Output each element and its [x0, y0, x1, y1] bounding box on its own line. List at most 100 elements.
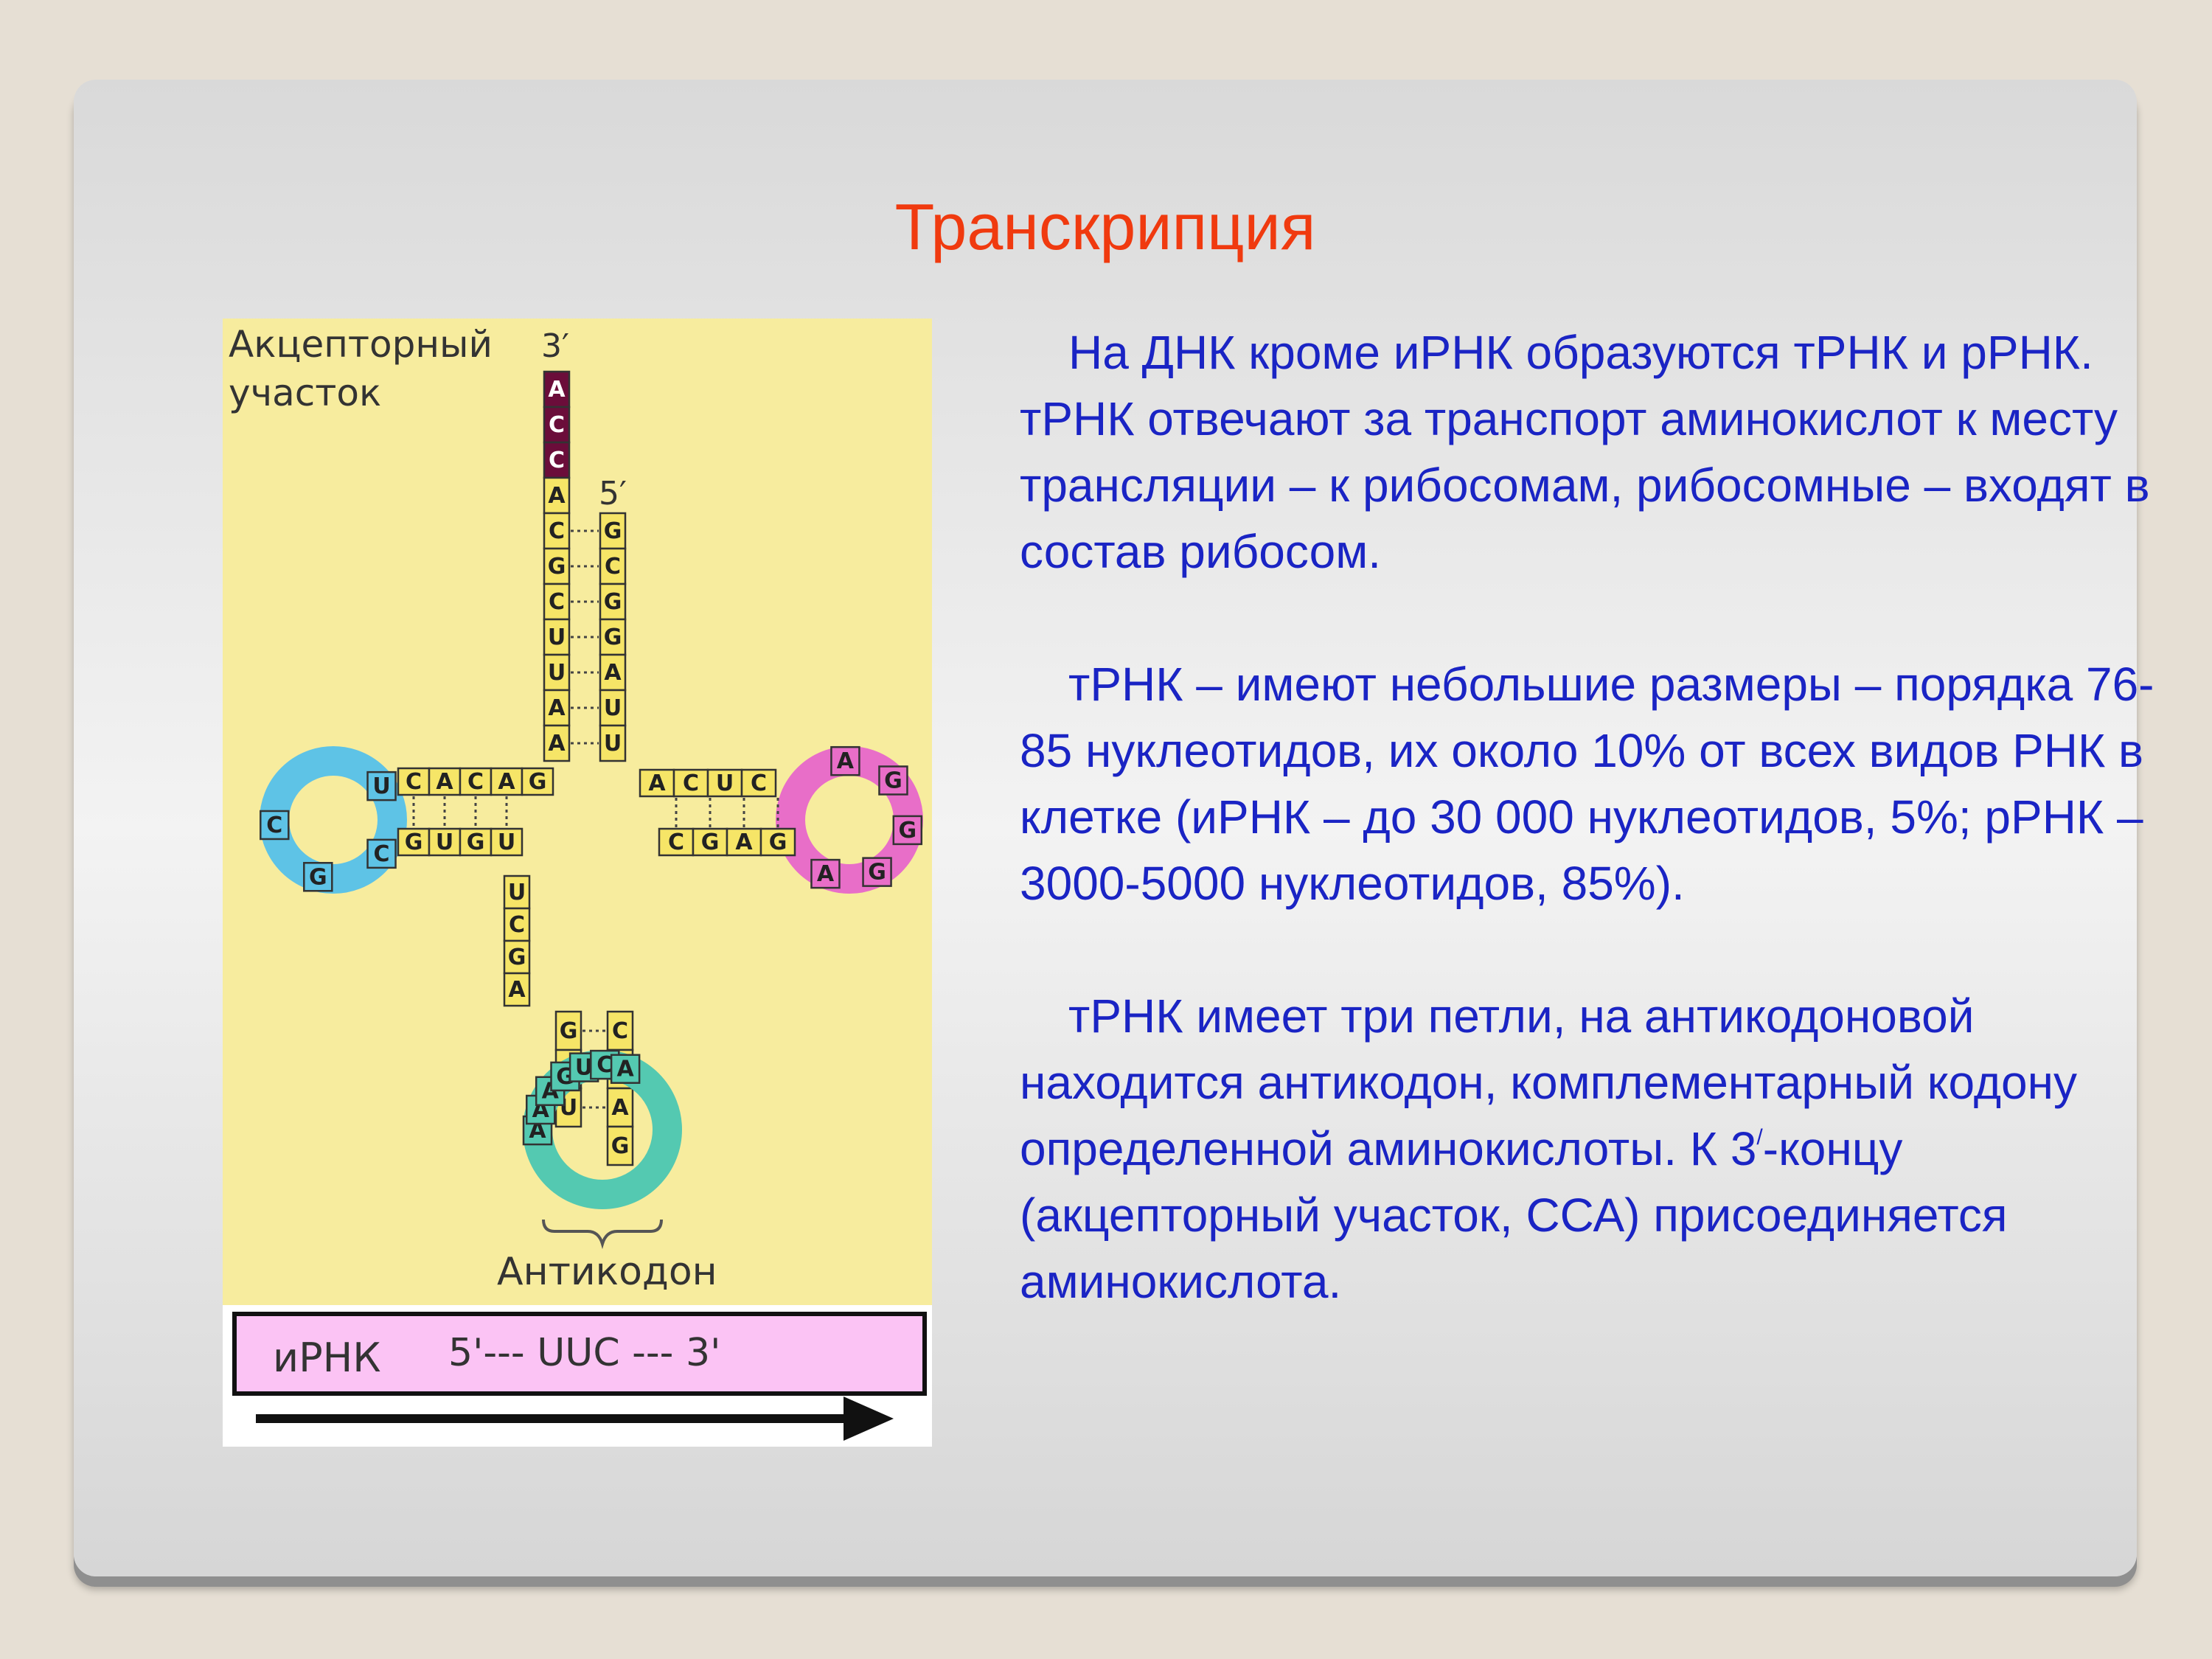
acceptor-stem-left-base-box [543, 582, 571, 621]
acceptor-stem-left-base-letter: A [548, 731, 566, 757]
five-prime-label: 5′ [599, 475, 627, 512]
anticodon-brace [542, 1219, 663, 1250]
acceptor-end-base-letter: C [549, 412, 565, 438]
t-arm-bottom-base-letter: A [735, 830, 753, 855]
d-loop-base-letter: C [266, 813, 282, 838]
variable-loop-base-box [503, 939, 531, 975]
anticodon-loop-base-box [610, 1054, 641, 1084]
paragraph-2: тРНК – имеют небольшие размеры – порядка… [1020, 658, 2154, 910]
t-arm-bottom-base-letter: G [769, 830, 787, 855]
d-arm-bottom-base-letter: U [498, 830, 515, 855]
tpsi-loop-base-box [878, 765, 908, 796]
t-arm-top-base-letter: U [716, 771, 734, 796]
three-prime-label: 3′ [541, 327, 569, 365]
anticodon-stem-right-base-box [606, 1125, 634, 1166]
t-arm-top-base-box [672, 768, 709, 798]
variable-loop-base-letter: G [508, 945, 526, 970]
d-loop-base-box [366, 771, 397, 801]
tpsi-loop-base-box [830, 745, 860, 776]
d-loop-base-letter: C [374, 841, 390, 867]
t-arm-bottom-base-box [726, 827, 762, 857]
acceptor-stem-right-base-letter: G [604, 518, 622, 544]
acceptor-label-line2: участок [229, 372, 381, 414]
t-arm-top-base-box [706, 768, 743, 798]
acceptor-stem-left-base-letter: C [549, 518, 565, 544]
tpsi-loop-base-box [862, 857, 892, 887]
d-arm-top-base-letter: G [529, 769, 547, 795]
d-loop-base-box [303, 862, 333, 892]
t-arm-top-base-box [740, 768, 777, 798]
anticodon-stem-right-base-letter: G [611, 1133, 630, 1159]
d-arm-top-base-letter: A [436, 769, 453, 795]
d-arm-top-base-box [521, 767, 554, 796]
d-arm-bottom-base-box [490, 827, 524, 857]
acceptor-stem-left-base-letter: G [548, 554, 566, 580]
acceptor-end-base-letter: A [548, 377, 566, 403]
d-arm-top-base-letter: A [498, 769, 515, 795]
d-arm-bottom-base-box [428, 827, 462, 857]
t-arm-top-base-box [639, 768, 675, 798]
t-arm-top-base-letter: C [751, 771, 767, 796]
acceptor-stem-left-base-letter: A [548, 483, 566, 509]
acceptor-stem-right-base-letter: U [604, 731, 622, 757]
anticodon-loop-base-letter: A [617, 1057, 635, 1082]
acceptor-end-base-letter: C [549, 448, 565, 473]
d-arm-bottom-base-box [459, 827, 493, 857]
anticodon-stem-right-base-letter: C [612, 1018, 628, 1044]
acceptor-stem-right-base-letter: G [604, 589, 622, 615]
anticodon-loop-base-letter: C [597, 1052, 613, 1078]
acceptor-stem-left-base-box [543, 724, 571, 762]
body-text: На ДНК кроме иРНК образуются тРНК и рРНК… [1020, 319, 2155, 1381]
acceptor-stem-right-base-box [599, 582, 627, 621]
paragraph-1: На ДНК кроме иРНК образуются тРНК и рРНК… [1020, 326, 2150, 578]
slide-title: Транскрипция [894, 190, 1316, 263]
d-arm-top-base-letter: C [467, 769, 484, 795]
d-arm-top-base-box [428, 767, 462, 796]
d-arm-bottom-base-letter: G [405, 830, 423, 855]
anticodon-stem-left-base-letter: G [560, 1018, 578, 1044]
t-arm-bottom-base-letter: G [701, 830, 720, 855]
variable-loop-base-box [503, 874, 531, 910]
tpsi-loop-base-box [810, 858, 841, 889]
prime-superscript: / [1756, 1125, 1763, 1150]
acceptor-stem-right-base-box [599, 512, 627, 550]
d-arm-top-base-box [459, 767, 493, 796]
d-loop-base-letter: U [372, 773, 390, 799]
tpsi-loop-base-letter: G [868, 860, 886, 886]
anticodon-stem-right-base-box [606, 1087, 634, 1128]
d-arm-bottom-base-letter: G [467, 830, 485, 855]
d-arm-bottom-base-box [397, 827, 431, 857]
tpsi-loop-base-letter: A [817, 861, 835, 887]
acceptor-stem-left-base-letter: A [548, 695, 566, 721]
tpsi-loop-base-letter: A [837, 748, 855, 774]
variable-loop-base-letter: C [509, 912, 525, 938]
t-arm-top-base-letter: A [648, 771, 666, 796]
paragraph-3: тРНК имеет три петли, на антикодоновой н… [1020, 990, 2077, 1308]
acceptor-stem-left-base-letter: U [548, 625, 566, 650]
acceptor-stem-left-base-box [543, 689, 571, 727]
acceptor-end-base-box [543, 441, 571, 479]
mrna-label: иРНК [273, 1335, 381, 1381]
d-loop-base-letter: G [309, 864, 327, 890]
tpsi-loop-base-letter: G [898, 818, 917, 844]
variable-loop-base-letter: U [508, 880, 526, 905]
t-arm-bottom-base-box [759, 827, 796, 857]
tpsi-loop-base-box [892, 815, 923, 846]
anticodon-label: Антикодон [497, 1250, 717, 1294]
d-loop-base-box [260, 810, 290, 841]
t-arm-bottom-base-box [692, 827, 728, 857]
d-loop-base-box [366, 838, 397, 869]
acceptor-stem-right-base-box [599, 724, 627, 762]
acceptor-stem-right-base-box [599, 547, 627, 585]
acceptor-stem-right-base-letter: G [604, 625, 622, 650]
t-arm-bottom-base-box [658, 827, 695, 857]
mrna-box [232, 1312, 927, 1396]
mrna-sequence: 5'--- UUC --- 3' [448, 1331, 720, 1375]
acceptor-stem-left-base-letter: C [549, 589, 565, 615]
acceptor-stem-left-base-box [543, 653, 571, 692]
d-arm-bottom-base-letter: U [436, 830, 453, 855]
